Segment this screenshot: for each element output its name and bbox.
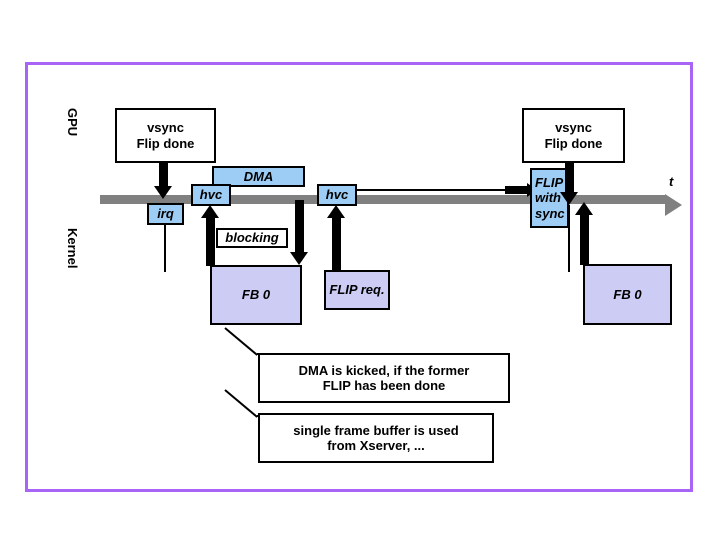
callout-dma: DMA is kicked, if the former FLIP has be… <box>258 353 510 403</box>
arrow-into-flip-shaft <box>505 186 529 194</box>
arrow-fb0-right-shaft <box>580 215 589 265</box>
callout-fb-line1: single frame buffer is used <box>293 422 459 438</box>
label-blocking: blocking <box>216 228 288 248</box>
arrow-dma-to-fb0-head <box>290 252 308 265</box>
vsync-right-line2: Flip done <box>544 135 603 151</box>
gpu-event-vsync-left: vsync Flip done <box>115 108 216 163</box>
gpu-event-vsync-right: vsync Flip done <box>522 108 625 163</box>
irq-drop-line <box>164 225 166 272</box>
arrow-flipreq-to-hvc-head <box>327 205 345 218</box>
block-hvc-second: hvc <box>317 184 357 206</box>
vsync-left-line1: vsync <box>147 120 184 136</box>
callout-fb-line2: from Xserver, ... <box>327 438 425 453</box>
arrow-flipreq-to-hvc-shaft <box>332 218 341 272</box>
flip-with-sync-line2: with <box>535 190 561 206</box>
slide-frame <box>25 62 693 492</box>
arrow-dma-to-fb0-shaft <box>295 200 304 253</box>
arrow-vsync-to-irq-shaft <box>159 162 168 188</box>
arrow-vsync-right-shaft <box>565 163 574 195</box>
vsync-right-drop-line <box>568 205 570 272</box>
block-irq: irq <box>147 203 184 225</box>
block-hvc-first: hvc <box>191 184 231 206</box>
arrow-vsync-to-irq-head <box>154 186 172 199</box>
lane-label-kernel: Kernel <box>65 228 80 269</box>
flip-with-sync-line1: FLIP <box>535 175 564 190</box>
arrow-fb0-right-head <box>575 202 593 215</box>
time-axis-arrowhead <box>665 194 682 216</box>
arrow-fb0-to-hvc-head <box>201 205 219 218</box>
vsync-right-line1: vsync <box>555 120 592 136</box>
block-fb0-left: FB 0 <box>210 265 302 325</box>
block-flip-req: FLIP req. <box>324 270 390 310</box>
lane-label-gpu: GPU <box>65 108 80 137</box>
vsync-left-line2: Flip done <box>136 135 195 151</box>
flip-with-sync-line3: sync <box>535 205 565 221</box>
arrow-vsync-right-head <box>560 192 578 205</box>
callout-dma-line1: DMA is kicked, if the former <box>298 362 470 378</box>
callout-dma-line2: FLIP has been done <box>322 378 446 393</box>
callout-fb: single frame buffer is used from Xserver… <box>258 413 494 463</box>
time-axis-label: t <box>669 174 674 189</box>
block-dma: DMA <box>212 166 305 187</box>
block-fb0-right: FB 0 <box>583 264 672 325</box>
time-axis <box>100 195 665 204</box>
arrow-fb0-to-hvc-shaft <box>206 218 215 266</box>
hvc-to-flip-link-line <box>357 189 512 191</box>
